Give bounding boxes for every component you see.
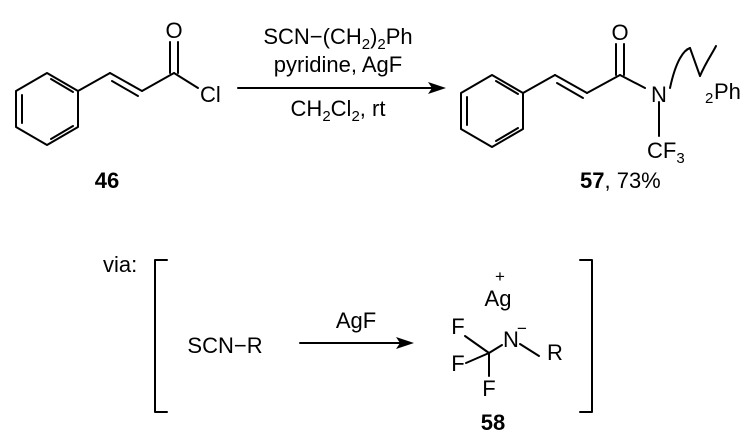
alkene-double-bond [111, 80, 139, 97]
mechanism-reactant: SCN−R [187, 333, 262, 358]
fluorine-label: F [451, 351, 464, 376]
vinyl-bond [522, 74, 556, 94]
arrow-head [396, 337, 414, 349]
conditions-text: , rt [360, 96, 386, 121]
intermediate-58-structure: + Ag − N R F F F [451, 267, 563, 401]
cf3-label: CF3 [647, 138, 685, 167]
carbonyl-carbon-bond [586, 74, 621, 94]
silver-charge: + [495, 267, 505, 286]
c-n-bond [488, 344, 503, 354]
alkyl-chain-bracket [669, 47, 691, 89]
reagent-text: SCN−(CH [263, 24, 361, 49]
nitrogen-charge: − [517, 319, 527, 338]
nitrogen-label: N [503, 327, 519, 352]
carbonyl-oxygen-label: O [165, 18, 182, 43]
fluorine-label: F [451, 314, 464, 339]
conditions-text: CH [291, 96, 323, 121]
conditions-text: Cl [331, 96, 352, 121]
alkene-double-bond [556, 82, 584, 99]
conditions-line: CH2Cl2, rt [291, 96, 386, 125]
n-r-bond [519, 343, 540, 357]
compound-46-label: 46 [95, 168, 119, 193]
reaction-arrow [237, 82, 446, 94]
reactant-46-structure: O Cl [15, 18, 221, 146]
ring-double-bond [50, 125, 74, 140]
alkene-double-bond [109, 72, 143, 92]
reagent-subscript: 2 [362, 36, 370, 53]
amide-bond [619, 74, 646, 89]
product-carbonyl-oxygen-label: O [611, 20, 628, 45]
compound-57-label: 57, 73% [580, 168, 661, 193]
cf3-subscript: 3 [676, 150, 684, 167]
alkene-double-bond [554, 74, 588, 94]
conditions-subscript: 2 [322, 108, 330, 125]
alkyl-chain-bracket [699, 45, 717, 77]
ring-double-bond [50, 78, 74, 93]
cf3-text: CF [647, 138, 676, 163]
chlorine-label: Cl [200, 82, 221, 107]
product-yield: , 73% [604, 168, 660, 193]
product-57-structure: O N 2 Ph CF3 [460, 20, 741, 167]
chain-subscript: 2 [705, 90, 713, 107]
benzene-ring [15, 72, 79, 146]
ring-bonds [460, 74, 524, 148]
reagent-line-2: pyridine, AgF [274, 52, 402, 77]
mechanism-reagent: AgF [336, 308, 376, 333]
reagent-text: ) [370, 24, 377, 49]
conditions-subscript: 2 [351, 108, 359, 125]
ring-double-bond [495, 80, 519, 95]
c-f-bond [464, 335, 490, 354]
benzene-ring [460, 74, 524, 148]
reagent-line-1: SCN−(CH2)2Ph [263, 24, 412, 53]
ring-double-bond [495, 127, 519, 142]
via-label: via: [103, 252, 137, 277]
silver-label: Ag [485, 286, 512, 311]
reagent-subscript: 2 [377, 36, 385, 53]
amide-nitrogen-label: N [651, 82, 667, 107]
fluorine-label: F [482, 376, 495, 401]
c-f-bond [465, 352, 490, 364]
left-bracket [154, 259, 168, 413]
mechanism-arrow [299, 337, 414, 349]
vinyl-bond [77, 72, 111, 92]
ring-bonds [15, 72, 79, 146]
r-group-label: R [547, 340, 563, 365]
reagent-text: Ph [386, 24, 413, 49]
arrow-head [428, 82, 446, 94]
compound-57-id: 57 [580, 168, 604, 193]
phenyl-label: Ph [714, 79, 741, 104]
right-bracket [579, 259, 593, 413]
carbonyl-carbon-bond [141, 72, 175, 92]
acyl-chloride-bond [173, 72, 199, 89]
alkyl-chain-bond [689, 47, 701, 77]
compound-58-label: 58 [481, 410, 505, 435]
